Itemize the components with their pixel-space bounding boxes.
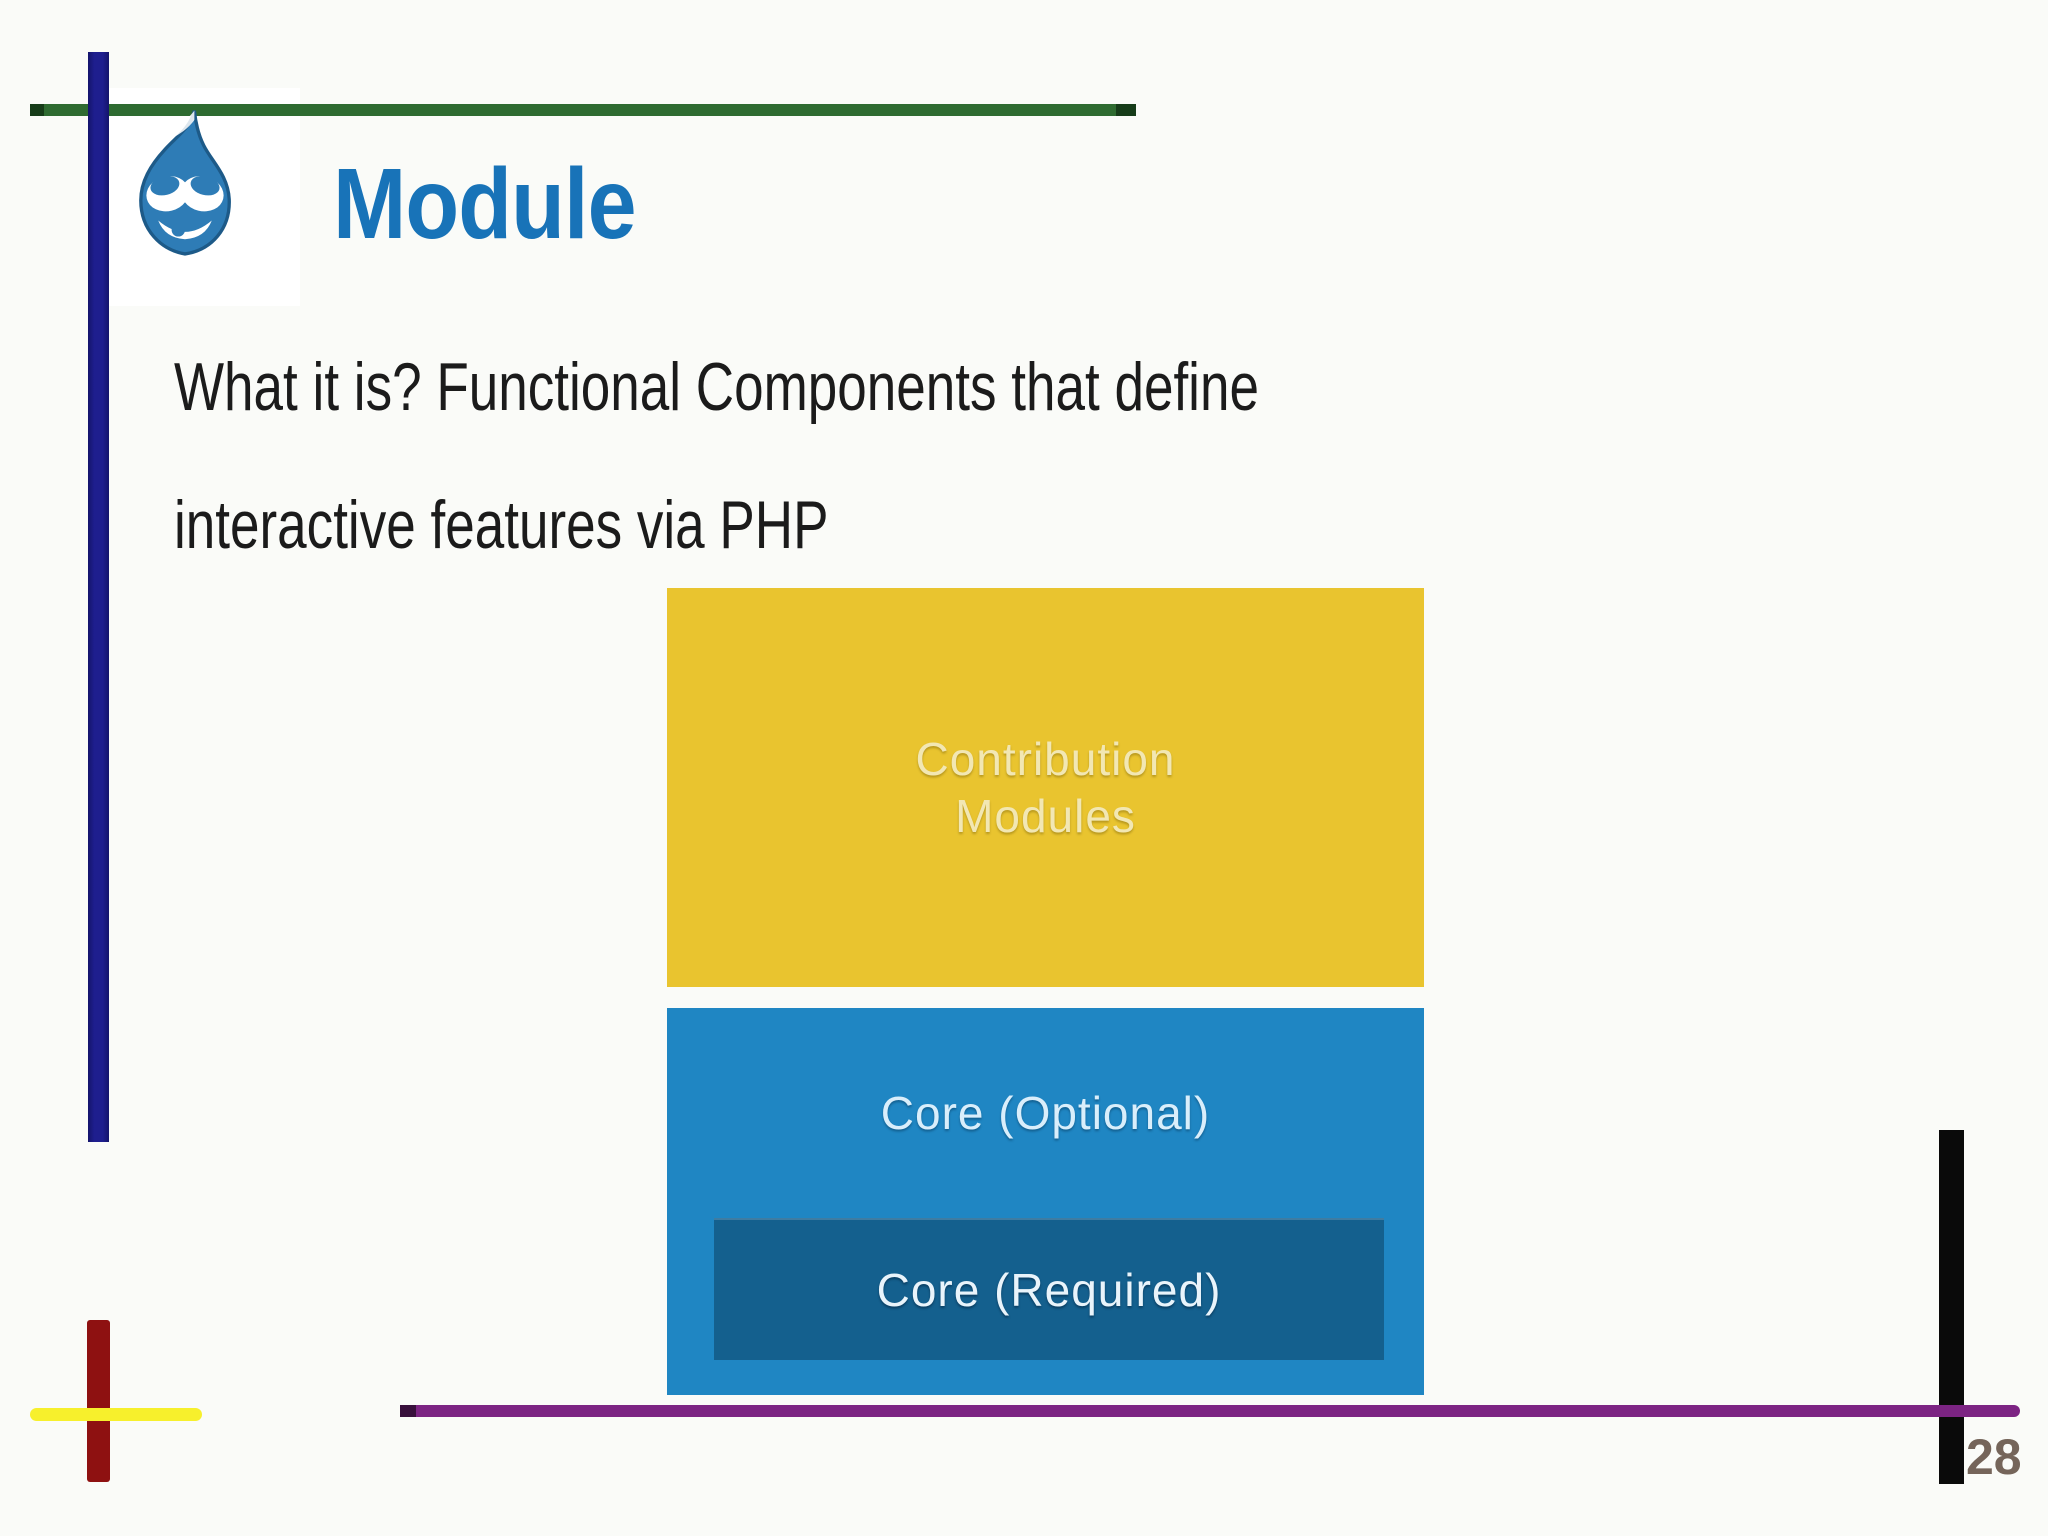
yellow-accent-line [30,1408,202,1421]
black-accent-bar [1939,1130,1964,1484]
contribution-modules-label-line-1: Contribution [915,732,1176,785]
core-optional-label-zone: Core (Optional) [667,1008,1424,1218]
drupal-logo-icon [118,108,252,266]
core-required-label: Core (Required) [876,1263,1222,1316]
slide-title: Module [333,148,637,260]
red-accent-bar [87,1320,110,1482]
page-number: 28 [1966,1429,2022,1485]
contribution-modules-box: Contribution Modules [667,588,1424,987]
core-optional-box: Core (Optional) Core (Required) [667,1008,1424,1395]
navy-accent-bar [88,52,109,1142]
core-optional-label: Core (Optional) [880,1086,1211,1139]
body-text-line-1: What it is? Functional Components that d… [174,349,1259,425]
contribution-modules-label-line-2: Modules [955,789,1136,842]
body-text-line-2: interactive features via PHP [174,487,829,563]
green-accent-line [30,104,1136,116]
purple-accent-line [400,1405,2020,1417]
core-required-box: Core (Required) [714,1218,1384,1360]
